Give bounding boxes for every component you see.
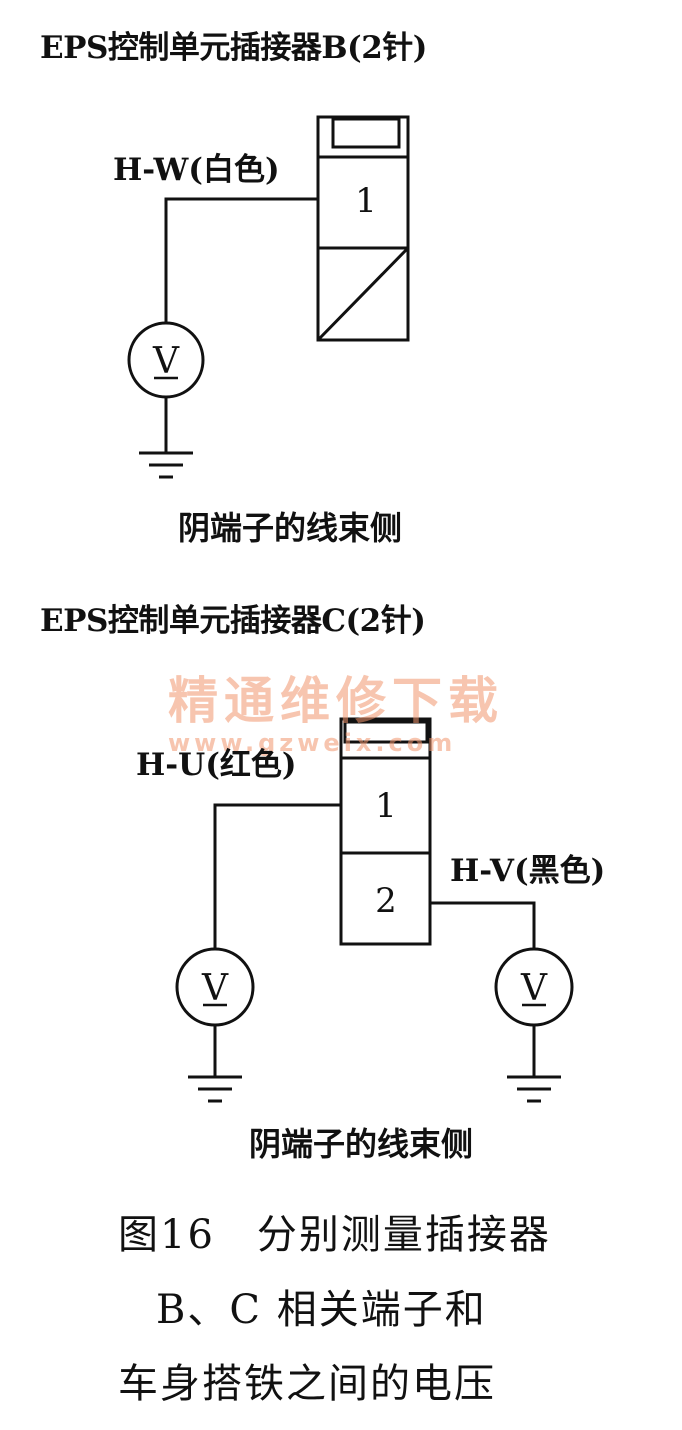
watermark-url: www.gzweix.com — [168, 729, 457, 757]
wire-h-w-label: H-W(白色) — [113, 152, 280, 188]
voltmeter-b-label: V — [152, 341, 180, 382]
wire-h-u-label: H-U(红色) — [136, 747, 297, 783]
connector-c-side-label: 阴端子的线束侧 — [249, 1125, 474, 1163]
figure-caption-line-3: 车身搭铁之间的电压 — [118, 1361, 496, 1407]
ground-icon — [139, 451, 193, 479]
ground-icon — [507, 1075, 561, 1103]
wire-h-u — [213, 803, 341, 949]
connector-b-title: EPS控制单元插接器B(2针) — [40, 30, 427, 66]
voltmeter-c-left-label: V — [201, 968, 229, 1009]
watermark-text: 精通维修下载 — [168, 672, 504, 730]
figure-caption-line-1: 图16 分别测量插接器 — [118, 1212, 551, 1258]
connector-c-pin-1: 1 — [375, 786, 397, 826]
connector-c-pin-2: 2 — [375, 881, 397, 921]
voltmeter-c-right-label: V — [520, 968, 548, 1009]
ground-icon — [188, 1075, 242, 1103]
connector-c-title: EPS控制单元插接器C(2针) — [40, 603, 426, 639]
connector-b-side-label: 阴端子的线束侧 — [178, 509, 403, 547]
wire-h-v — [430, 901, 536, 949]
connector-b-pin-1: 1 — [355, 181, 377, 221]
connector-c-housing — [339, 717, 432, 946]
wire-h-w — [164, 197, 318, 322]
connector-b-housing — [316, 115, 410, 342]
figure-caption-line-2: B、C 相关端子和 — [156, 1287, 487, 1333]
wire-h-v-label: H-V(黑色) — [450, 853, 606, 889]
